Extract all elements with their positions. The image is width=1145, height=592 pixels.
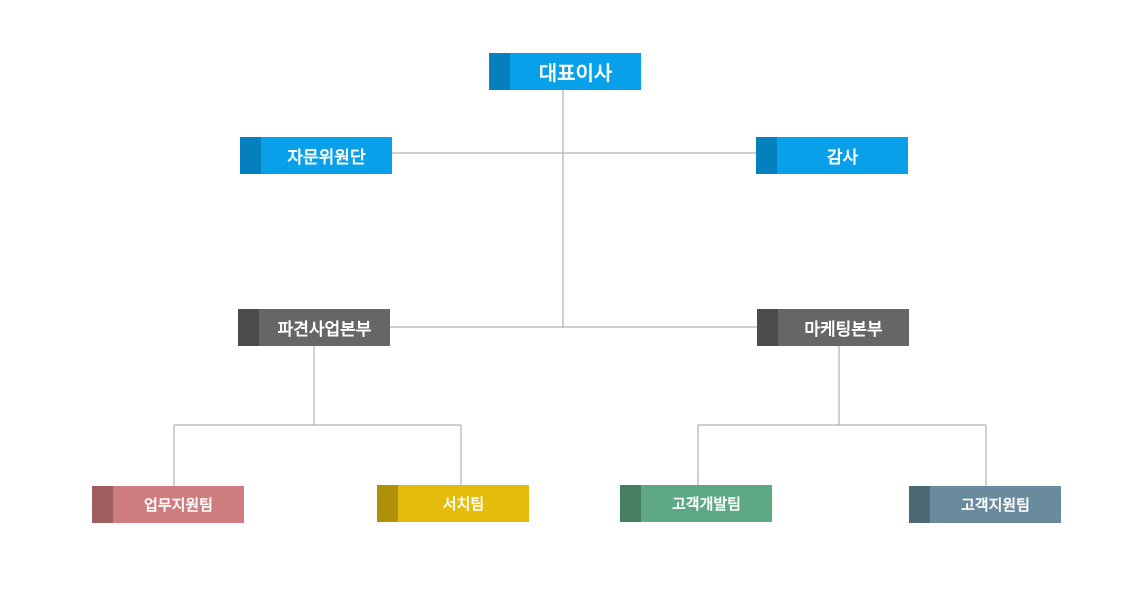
node-ceo-accent [489,53,510,90]
node-dispatch-division-accent [238,309,259,346]
node-marketing-division-label: 마케팅본부 [804,320,883,340]
node-audit-label: 감사 [826,148,859,168]
node-search-team-label: 서치팀 [442,495,485,513]
node-search-team: 서치팀 [377,485,529,522]
node-advisory-board: 자문위원단 [240,137,392,174]
node-advisory-board-accent [240,137,261,174]
node-dispatch-division-label: 파견사업본부 [277,320,372,340]
node-customer-development-team-accent [620,485,641,522]
node-search-team-accent [377,485,398,522]
node-audit: 감사 [756,137,908,174]
node-customer-development-team: 고객개발팀 [620,485,772,522]
node-customer-development-team-label: 고객개발팀 [671,495,741,513]
node-business-support-team: 업무지원팀 [92,486,244,523]
node-marketing-division: 마케팅본부 [757,309,909,346]
node-ceo: 대표이사 [489,53,641,90]
node-customer-support-team: 고객지원팀 [909,486,1061,523]
node-customer-support-team-label: 고객지원팀 [960,496,1030,514]
node-customer-support-team-accent [909,486,930,523]
node-advisory-board-label: 자문위원단 [287,148,366,168]
node-business-support-team-label: 업무지원팀 [143,496,213,514]
node-dispatch-division: 파견사업본부 [238,309,390,346]
node-marketing-division-accent [757,309,778,346]
node-business-support-team-accent [92,486,113,523]
node-ceo-label: 대표이사 [538,61,613,85]
node-audit-accent [756,137,777,174]
